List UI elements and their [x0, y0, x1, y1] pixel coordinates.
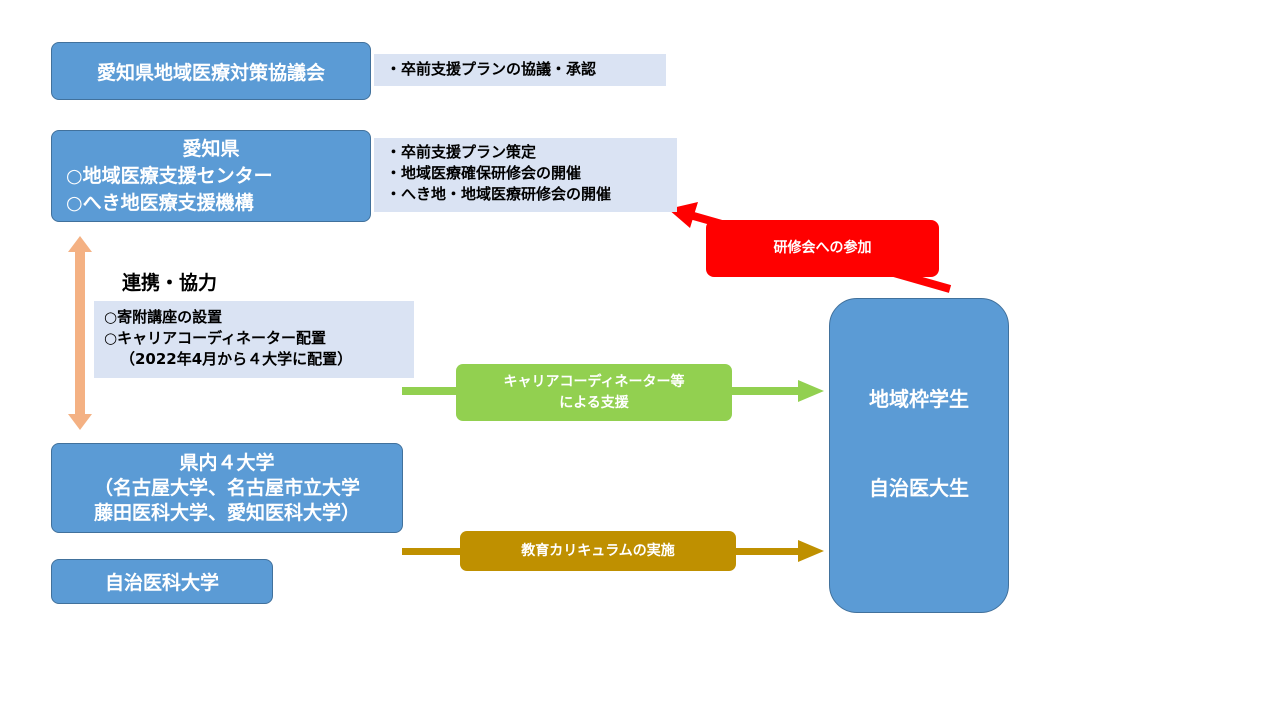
- cooperation-note-coordinator: ○キャリアコーディネーター配置: [104, 329, 327, 347]
- prefecture-notes: ・卒前支援プラン策定 ・地域医療確保研修会の開催 ・へき地・地域医療研修会の開催: [374, 138, 677, 212]
- career-support-line1: キャリアコーディネーター等: [503, 373, 685, 390]
- council-title: 愛知県地域医療対策協議会: [96, 61, 325, 84]
- council-note-text: ・卒前支援プランの協議・承認: [386, 60, 597, 78]
- universities-line-nagoya: （名古屋大学、名古屋市立大学: [93, 476, 360, 499]
- jichi-university-box: 自治医科大学: [51, 559, 273, 604]
- prefecture-note-training: ・地域医療確保研修会の開催: [386, 164, 582, 182]
- students-jichi: 自治医大生: [869, 476, 969, 500]
- cooperation-notes: ○寄附講座の設置 ○キャリアコーディネーター配置 （2022年4月から４大学に配…: [94, 301, 414, 378]
- prefecture-line-remote-area: ○へき地医療支援機構: [66, 191, 254, 214]
- universities-title: 県内４大学: [179, 451, 275, 474]
- curriculum-text: 教育カリキュラムの実施: [521, 542, 675, 559]
- council-box: 愛知県地域医療対策協議会: [51, 42, 371, 100]
- cooperation-note-endowed-chair: ○寄附講座の設置: [104, 308, 223, 326]
- career-support-label: キャリアコーディネーター等 による支援: [456, 364, 732, 421]
- jichi-university-title: 自治医科大学: [104, 572, 219, 594]
- cooperation-title: 連携・協力: [122, 272, 218, 294]
- council-note: ・卒前支援プランの協議・承認: [374, 54, 666, 86]
- universities-line-fujita: 藤田医科大学、愛知医科大学）: [93, 501, 360, 524]
- curriculum-label: 教育カリキュラムの実施: [460, 531, 736, 571]
- cooperation-double-arrow: [68, 236, 92, 430]
- prefecture-line-support-center: ○地域医療支援センター: [66, 164, 273, 187]
- universities-box: 県内４大学 （名古屋大学、名古屋市立大学 藤田医科大学、愛知医科大学）: [51, 443, 403, 533]
- prefecture-title: 愛知県: [182, 137, 240, 160]
- training-participation-text: 研修会への参加: [773, 240, 872, 256]
- cooperation-note-since-2022: （2022年4月から４大学に配置）: [120, 350, 353, 368]
- career-support-line2: による支援: [559, 394, 629, 411]
- students-box: 地域枠学生 自治医大生: [829, 298, 1009, 613]
- training-participation-label: 研修会への参加: [706, 220, 939, 277]
- prefecture-note-plan: ・卒前支援プラン策定: [386, 143, 537, 161]
- prefecture-note-remote-training: ・へき地・地域医療研修会の開催: [386, 185, 612, 203]
- students-regional-quota: 地域枠学生: [869, 387, 969, 411]
- prefecture-box: 愛知県 ○地域医療支援センター ○へき地医療支援機構: [51, 130, 371, 222]
